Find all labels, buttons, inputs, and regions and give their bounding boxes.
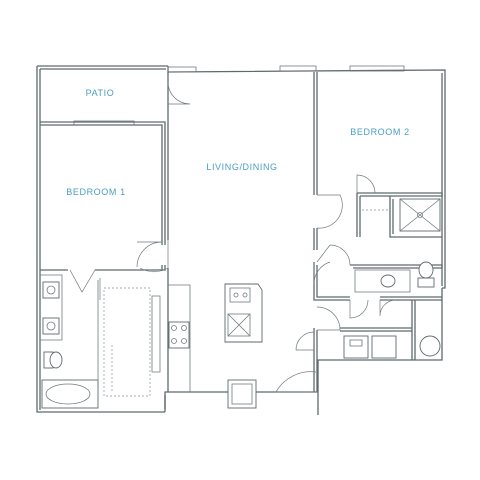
sink-icon bbox=[380, 274, 396, 288]
stove-icon bbox=[168, 321, 190, 349]
room-labels: PATIO BEDROOM 1 LIVING/DINING BEDROOM 2 bbox=[66, 88, 409, 197]
sink-icon bbox=[42, 281, 60, 299]
room-label-patio: PATIO bbox=[86, 88, 115, 98]
water-heater-icon bbox=[419, 335, 441, 357]
dryer-icon bbox=[371, 335, 397, 359]
room-label-bedroom-1: BEDROOM 1 bbox=[66, 187, 125, 197]
refrigerator-icon bbox=[227, 379, 257, 409]
dishwasher-icon bbox=[227, 313, 251, 337]
toilet-icon bbox=[417, 277, 435, 288]
sink-icon bbox=[42, 317, 60, 335]
laundry-fixtures bbox=[343, 335, 441, 359]
interior-walls bbox=[40, 72, 443, 392]
bathtub-icon bbox=[41, 379, 99, 409]
doors bbox=[69, 81, 397, 393]
kitchen-island bbox=[224, 283, 263, 343]
room-label-living-dining: LIVING/DINING bbox=[206, 162, 277, 172]
washer-icon bbox=[343, 335, 369, 359]
kitchen-fixtures bbox=[168, 283, 263, 409]
bath-1-fixtures bbox=[40, 274, 161, 409]
bath-2-fixtures bbox=[354, 198, 441, 293]
kitchen-sink-icon bbox=[229, 287, 251, 303]
room-label-bedroom-2: BEDROOM 2 bbox=[350, 127, 409, 137]
windows bbox=[73, 65, 405, 126]
